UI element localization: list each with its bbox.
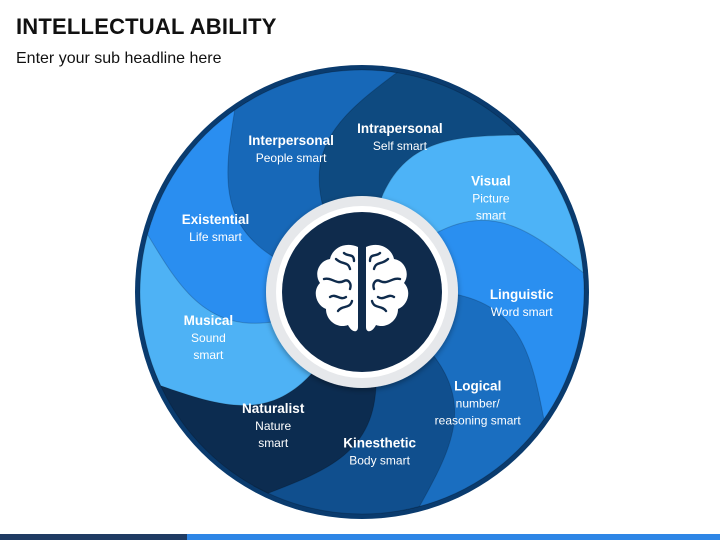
segment-title: Intrapersonal: [357, 121, 443, 136]
bottom-bar-dark: [0, 534, 188, 540]
segment-description: Body smart: [349, 454, 410, 468]
brain-icon: [315, 244, 409, 332]
segment-description: Word smart: [491, 305, 553, 319]
segment-description: smart: [193, 348, 224, 362]
center-disc: [282, 212, 442, 372]
segment-description: People smart: [256, 151, 327, 165]
segment-description: Picture: [472, 191, 510, 205]
segment-description: Sound: [191, 331, 226, 345]
segment-description: Self smart: [373, 139, 428, 153]
segment-label-logical: Logical number/reasoning smart: [435, 379, 522, 428]
segment-title: Musical: [184, 313, 234, 328]
segment-description: smart: [476, 208, 507, 222]
segment-description: reasoning smart: [435, 414, 522, 428]
segment-title: Kinesthetic: [343, 436, 416, 451]
segment-title: Existential: [182, 212, 250, 227]
segment-title: Naturalist: [242, 401, 305, 416]
page-subtitle: Enter your sub headline here: [16, 50, 222, 67]
bottom-bar-light: [187, 534, 720, 540]
segment-title: Linguistic: [490, 287, 554, 302]
page-title: INTELLECTUAL ABILITY: [16, 14, 277, 39]
segment-description: Life smart: [189, 230, 242, 244]
segment-description: number/: [456, 397, 501, 411]
bottom-accent-bar: [0, 534, 720, 540]
segment-title: Visual: [471, 173, 511, 188]
segment-description: smart: [258, 436, 289, 450]
segment-description: Nature: [255, 419, 291, 433]
segment-title: Interpersonal: [248, 133, 334, 148]
segment-title: Logical: [454, 379, 501, 394]
